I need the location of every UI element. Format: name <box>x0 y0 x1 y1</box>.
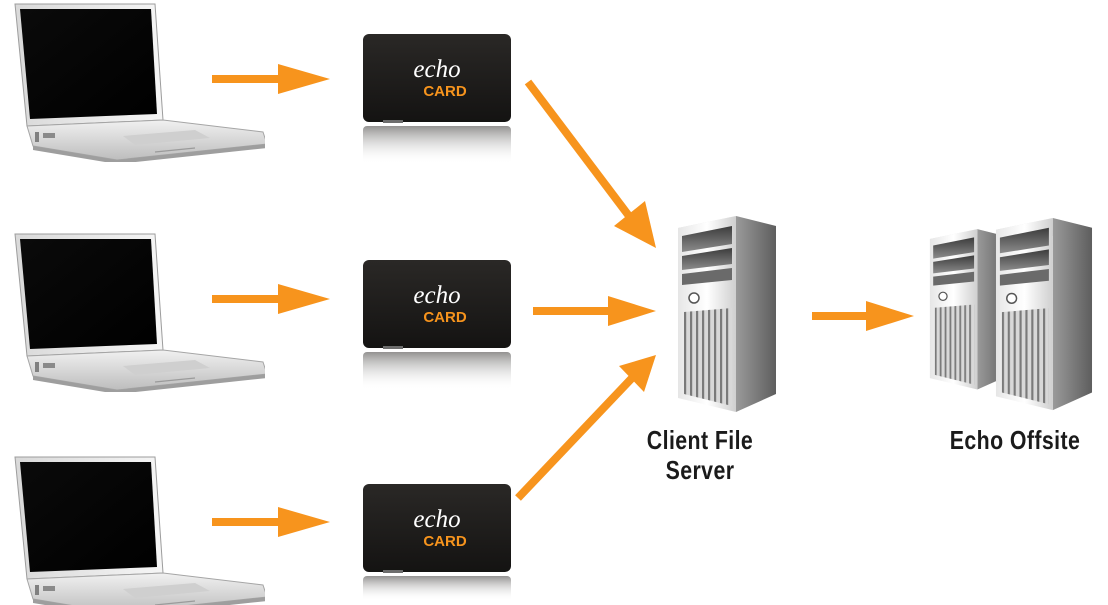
arrow-laptop-card-1 <box>212 64 330 94</box>
card-logo-card: CARD <box>423 309 466 326</box>
laptop-to-card-arrows <box>212 64 330 537</box>
card-to-server-arrows <box>515 79 656 501</box>
card-logo-echo: echo <box>413 282 460 309</box>
echo-offsite-label: Echo Offsite <box>949 425 1081 455</box>
arrow-laptop-card-3 <box>212 507 330 537</box>
client-file-server-label: Client File Server <box>626 425 774 485</box>
echo-card-3: echo CARD <box>363 484 511 601</box>
offsite-server-front <box>995 218 1093 411</box>
card-logo-echo: echo <box>413 506 460 533</box>
client-file-server <box>677 216 777 413</box>
arrow-laptop-card-2 <box>212 284 330 314</box>
card-logo-card: CARD <box>423 83 466 100</box>
arrow-card2-server <box>533 296 656 326</box>
client-label-line1: Client File <box>646 425 754 455</box>
card-logo-echo: echo <box>413 56 460 83</box>
laptop-top <box>14 3 265 162</box>
laptop-middle <box>14 233 265 392</box>
client-label-line2: Server <box>665 455 735 485</box>
arrow-server-offsite <box>812 301 914 331</box>
echo-card-2: echo CARD <box>363 260 511 390</box>
arrow-card1-server <box>524 79 656 248</box>
laptop-bottom <box>14 456 265 605</box>
echo-card-1: echo CARD <box>363 34 511 164</box>
arrow-card3-server <box>515 355 656 501</box>
card-logo-card: CARD <box>423 533 466 550</box>
